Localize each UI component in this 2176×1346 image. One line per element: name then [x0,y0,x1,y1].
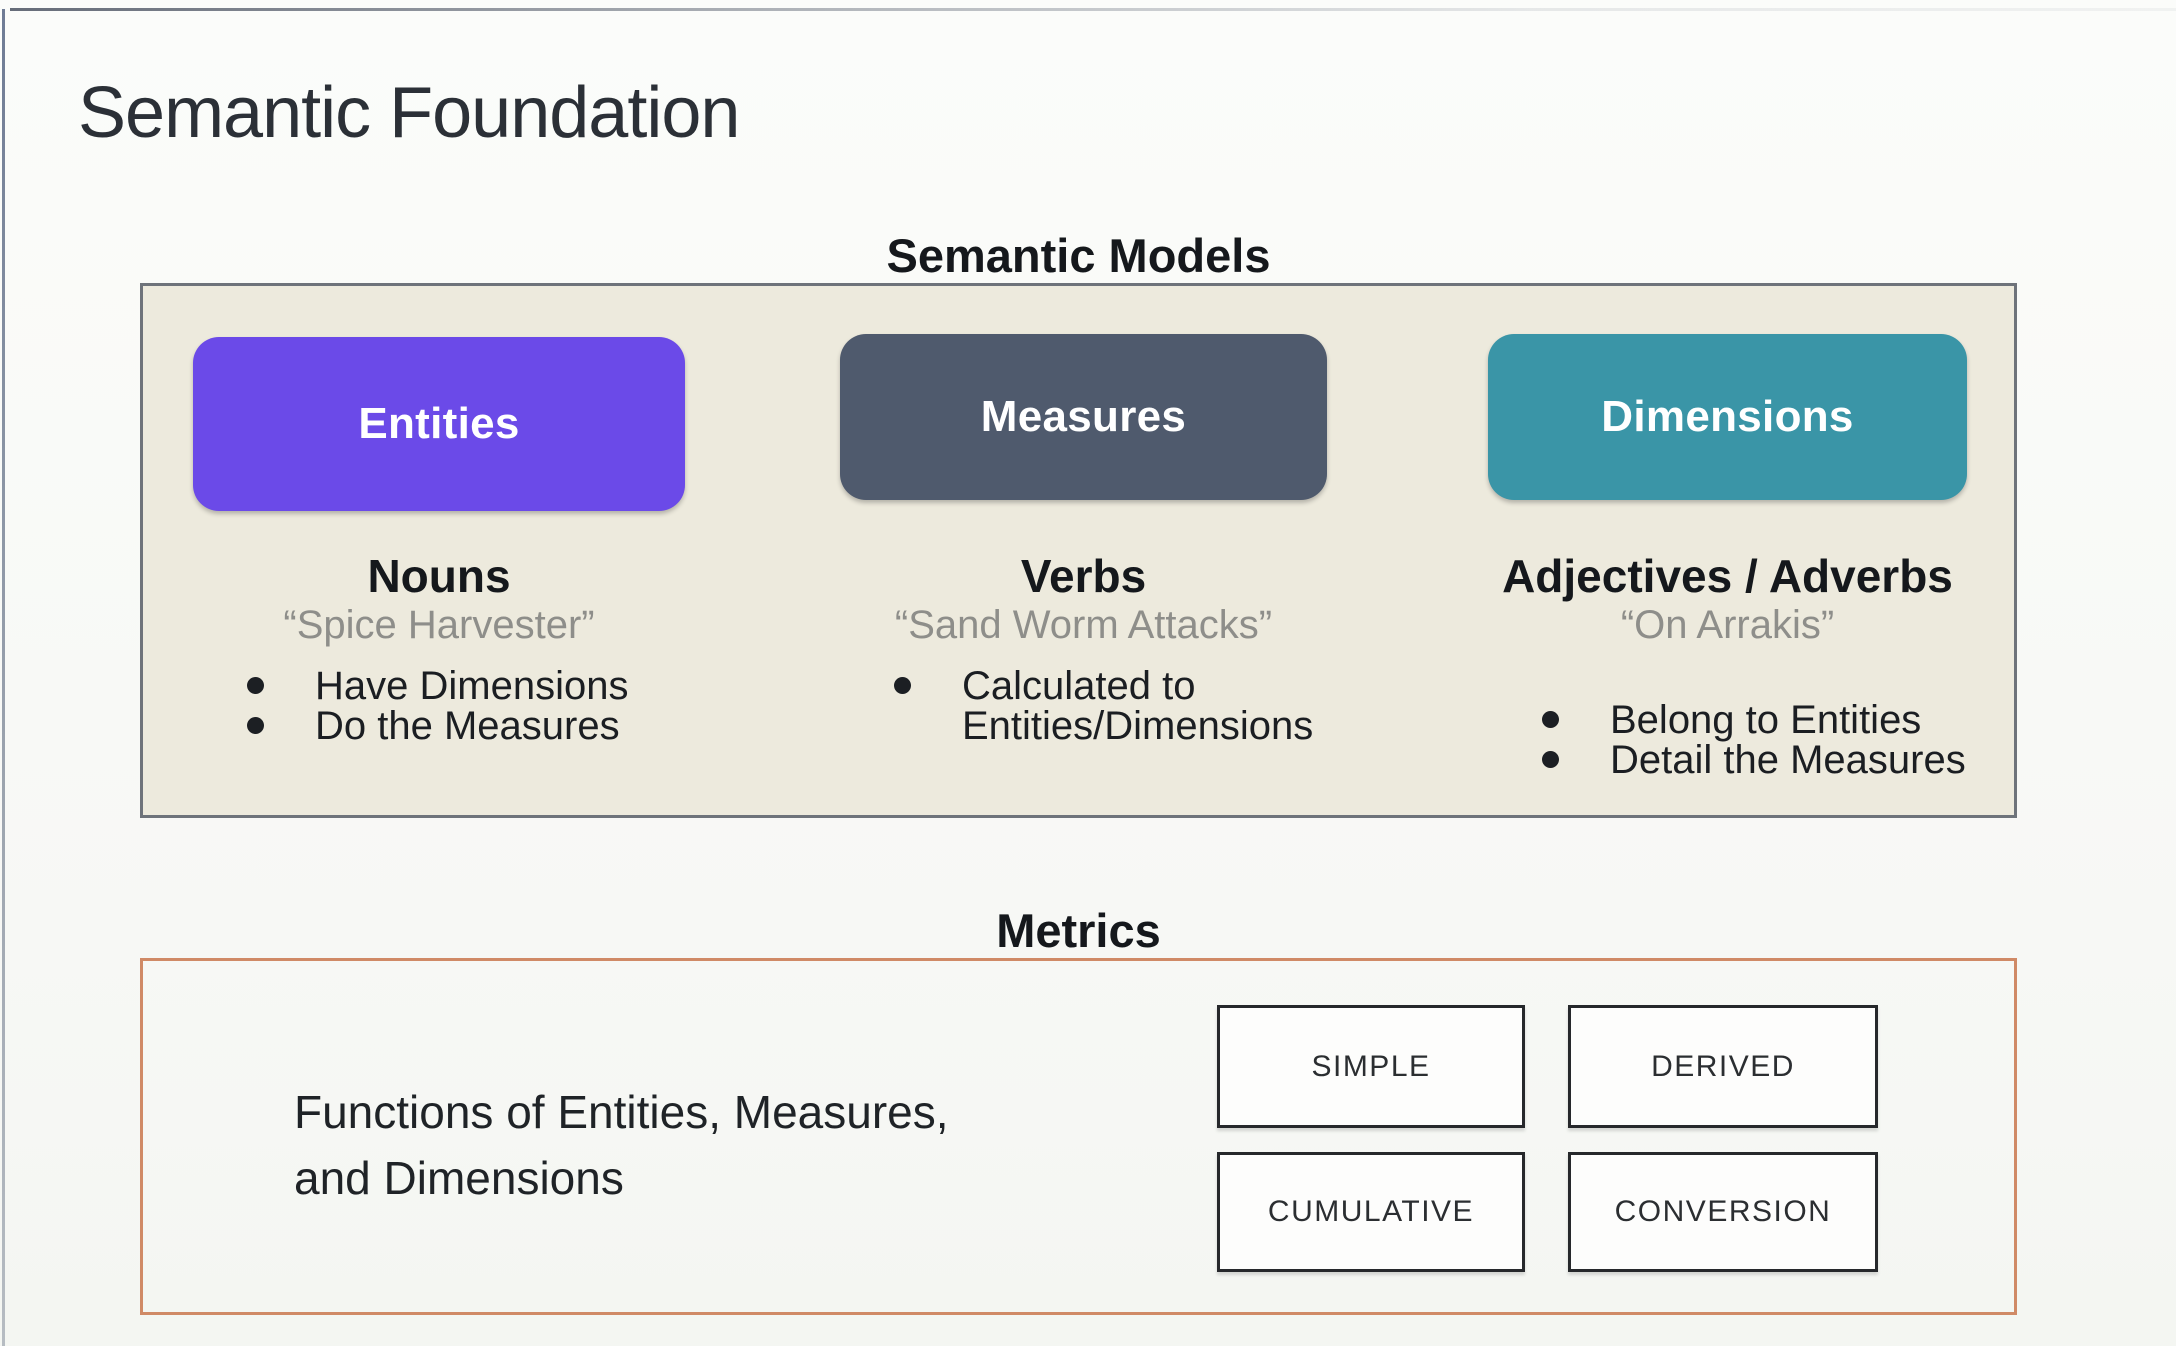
entities-box-label: Entities [358,399,520,448]
dimensions-column-text: Adjectives / Adverbs “On Arrakis” Belong… [1488,550,1967,780]
bullet-label: Have Dimensions [315,664,629,708]
dimensions-box-label: Dimensions [1601,392,1854,441]
dimensions-quote: “On Arrakis” [1620,603,1835,647]
metric-type-derived-label: DERIVED [1651,1049,1795,1083]
measures-box-label: Measures [980,392,1187,441]
bullet-dot [247,717,264,734]
bullet-label: Do the Measures [315,704,620,748]
metrics-description-line1: Functions of Entities, Measures, [294,1086,949,1138]
page-title: Semantic Foundation [78,73,740,153]
entities-bullet-list: Have Dimensions Do the Measures [193,666,685,746]
dimensions-bullet-list: Belong to Entities Detail the Measures [1488,700,1967,780]
metric-type-simple-label: SIMPLE [1311,1049,1431,1083]
metrics-heading: Metrics [996,904,1161,957]
measures-bullet-list: Calculated to Entities/Dimensions [840,666,1327,746]
measures-quote: “Sand Worm Attacks” [894,603,1273,647]
bullet-label: Calculated to Entities/Dimensions [962,664,1314,748]
dimensions-box: Dimensions [1488,334,1967,500]
entities-quote: “Spice Harvester” [283,603,595,647]
metric-type-derived: DERIVED [1568,1005,1878,1128]
entities-header: Nouns [367,550,511,602]
metric-type-cumulative: CUMULATIVE [1217,1152,1525,1272]
bullet-label: Detail the Measures [1610,738,1966,782]
bullet-item: Belong to Entities [1488,700,1967,740]
metric-type-conversion-label: CONVERSION [1614,1195,1832,1228]
metric-type-simple: SIMPLE [1217,1005,1525,1128]
metric-type-conversion: CONVERSION [1568,1152,1878,1272]
metric-type-cumulative-label: CUMULATIVE [1267,1195,1475,1228]
bullet-item: Do the Measures [193,706,685,746]
bullet-dot [247,677,264,694]
slide-left-edge [2,9,5,1346]
metrics-description: Functions of Entities, Measures, and Dim… [294,1079,949,1211]
metrics-description-line2: and Dimensions [294,1152,624,1204]
semantic-models-heading: Semantic Models [886,229,1271,282]
entities-box: Entities [193,337,685,511]
measures-header: Verbs [1020,550,1147,602]
measures-column-text: Verbs “Sand Worm Attacks” Calculated to … [840,550,1327,746]
slide-top-edge [10,8,2176,11]
dimensions-header: Adjectives / Adverbs [1502,550,1953,602]
bullet-dot [1542,711,1559,728]
measures-box: Measures [840,334,1327,500]
bullet-item: Have Dimensions [193,666,685,706]
metrics-panel: Functions of Entities, Measures, and Dim… [140,958,2017,1315]
bullet-dot [894,677,911,694]
bullet-dot [1542,751,1559,768]
entities-column-text: Nouns “Spice Harvester” Have Dimensions … [193,550,685,746]
bullet-item: Calculated to Entities/Dimensions [840,666,1327,746]
bullet-item: Detail the Measures [1488,740,1967,780]
bullet-label: Belong to Entities [1610,698,1922,742]
semantic-models-panel: Entities Measures Dimensions Nouns “Spic… [140,283,2017,818]
